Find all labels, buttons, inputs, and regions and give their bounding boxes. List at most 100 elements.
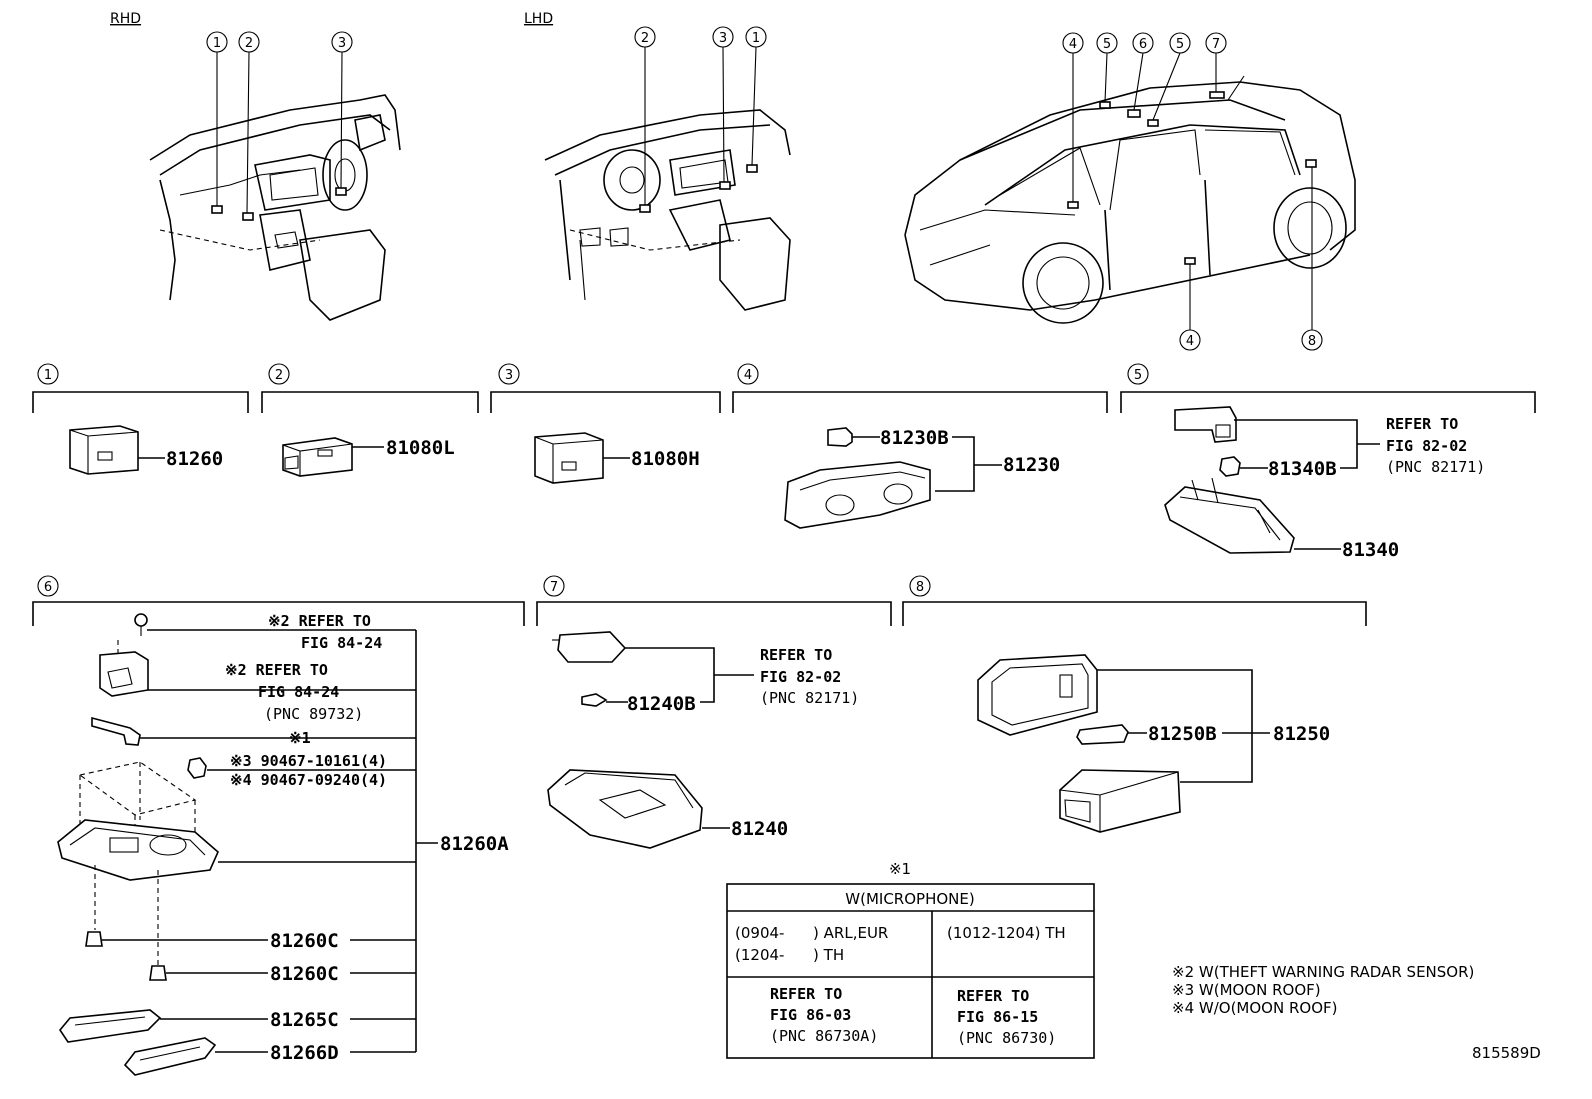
note-pnc-2: (PNC 89732) [264, 705, 363, 723]
part-number-81230B: 81230B [880, 427, 949, 449]
lhd-dashboard-illustration: LHD 2 3 1 [524, 11, 791, 311]
lamp-81230-shape [784, 461, 931, 529]
part-number-81080L: 81080L [386, 437, 455, 459]
lens-81266D-shape [123, 1037, 217, 1076]
part-number-81265C: 81265C [270, 1009, 339, 1031]
lens-81265C-shape [59, 1009, 162, 1043]
lens-frame-shape [977, 654, 1098, 736]
pnc-reference: (PNC 82171) [760, 689, 859, 707]
section-7: 7 81240B REFER TO FIG 82-02 (PNC 82171) … [536, 575, 892, 849]
section-number: 1 [44, 368, 52, 383]
connector-shape [552, 631, 627, 663]
part-number-81260C: 81260C [270, 930, 339, 952]
bulb-81340B-shape [1219, 456, 1241, 477]
svg-text:3: 3 [338, 36, 346, 51]
section-2: 2 81080L [261, 363, 479, 477]
car-illustration: 4 5 6 5 7 4 8 [904, 32, 1356, 351]
table-header: W(MICROPHONE) [845, 890, 974, 908]
note-line: ※2 W(THEFT WARNING RADAR SENSOR) [1172, 963, 1474, 981]
table-fig-1: FIG 86-03 [770, 1006, 851, 1024]
map-lamp-81260A-shape [57, 761, 219, 965]
callout-circle: 4 [1062, 32, 1084, 54]
part-number-81240: 81240 [731, 818, 788, 840]
table-pnc-1: (PNC 86730A) [770, 1027, 878, 1045]
part-number-81230: 81230 [1003, 454, 1060, 476]
note-fig-2: FIG 84-24 [258, 683, 339, 701]
svg-text:1: 1 [213, 36, 221, 51]
rhd-dashboard-illustration: RHD 1 2 3 [110, 11, 401, 321]
sensor-bracket-shape [99, 640, 149, 697]
svg-text:3: 3 [719, 31, 727, 46]
table-refer-2: REFER TO [957, 987, 1029, 1005]
section-number: 8 [916, 580, 924, 595]
section-number: 5 [1134, 368, 1142, 383]
part-81080H-shape [534, 432, 604, 484]
note-clip-no-moonroof: ※4 90467-09240(4) [230, 771, 387, 789]
section-4: 4 81230B 81230 [732, 363, 1108, 529]
part-81080L-shape [282, 437, 353, 477]
screw-shape [134, 613, 148, 636]
section-number: 7 [550, 580, 558, 595]
section-1: 1 81260 [32, 363, 249, 475]
section-number: 4 [744, 368, 752, 383]
svg-text:4: 4 [1186, 334, 1194, 349]
callout-circle: 8 [1301, 329, 1323, 351]
svg-text:6: 6 [1139, 37, 1147, 52]
svg-text:7: 7 [1212, 37, 1220, 52]
part-number-81240B: 81240B [627, 693, 696, 715]
bulb-81260C-shape [85, 931, 103, 947]
refer-to-text: REFER TO [1386, 415, 1458, 433]
table-pnc-2: (PNC 86730) [957, 1029, 1056, 1047]
part-number-81266D: 81266D [270, 1042, 339, 1064]
svg-text:2: 2 [245, 36, 253, 51]
part-number-81250: 81250 [1273, 723, 1330, 745]
refer-to-text: REFER TO [760, 646, 832, 664]
callout-circle: 3 [712, 26, 734, 48]
note-clip-moonroof: ※3 90467-10161(4) [230, 752, 387, 770]
svg-text:1: 1 [752, 31, 760, 46]
microphone-shape [91, 716, 141, 746]
section-number: 2 [275, 368, 283, 383]
section-8: 8 81250B 81250 [902, 575, 1367, 833]
connector-shape [1174, 406, 1237, 443]
svg-text:5: 5 [1103, 37, 1111, 52]
svg-text:2: 2 [641, 31, 649, 46]
section-number: 6 [44, 580, 52, 595]
lamp-81240-shape [547, 769, 703, 849]
callout-circle: 5 [1169, 32, 1191, 54]
svg-text:4: 4 [1069, 37, 1077, 52]
part-81260-shape [69, 425, 139, 475]
fig-reference: FIG 82-02 [760, 668, 841, 686]
lhd-label: LHD [524, 11, 553, 27]
part-number-81260: 81260 [166, 448, 223, 470]
svg-text:5: 5 [1176, 37, 1184, 52]
note-refer-2: ※2 REFER TO [225, 661, 328, 679]
callout-circle: 7 [1205, 32, 1227, 54]
callout-circle: 5 [1096, 32, 1118, 54]
lamp-81340-shape [1164, 477, 1295, 554]
table-cell-range-2: (1204- ) TH [735, 946, 844, 964]
microphone-variant-table: ※1 W(MICROPHONE) (0904- ) ARL,EUR (1204-… [726, 860, 1095, 1059]
callout-circle: 4 [1179, 329, 1201, 351]
part-number-81260C: 81260C [270, 963, 339, 985]
callout-circle: 1 [745, 26, 767, 48]
fig-reference: FIG 82-02 [1386, 437, 1467, 455]
section-5: 5 81340B REFER TO FIG 82-02 (PNC 82171) … [1120, 363, 1536, 561]
svg-text:8: 8 [1308, 334, 1316, 349]
part-number-81250B: 81250B [1148, 723, 1217, 745]
table-cell-range-1: (0904- ) ARL,EUR [735, 924, 888, 942]
pnc-reference: (PNC 82171) [1386, 458, 1485, 476]
note-refer-1: ※2 REFER TO [268, 612, 371, 630]
part-number-81260A: 81260A [440, 833, 509, 855]
callout-circle: 2 [634, 26, 656, 48]
part-number-81340: 81340 [1342, 539, 1399, 561]
note-mark-1: ※1 [289, 729, 311, 747]
table-refer-1: REFER TO [770, 985, 842, 1003]
table-fig-2: FIG 86-15 [957, 1008, 1038, 1026]
callout-circle: 3 [331, 31, 353, 53]
bulb-81250B-shape [1076, 724, 1129, 745]
table-mark: ※1 [889, 860, 911, 878]
section-3: 3 81080H [490, 363, 721, 484]
diagram-id: 815589D [1472, 1044, 1541, 1062]
